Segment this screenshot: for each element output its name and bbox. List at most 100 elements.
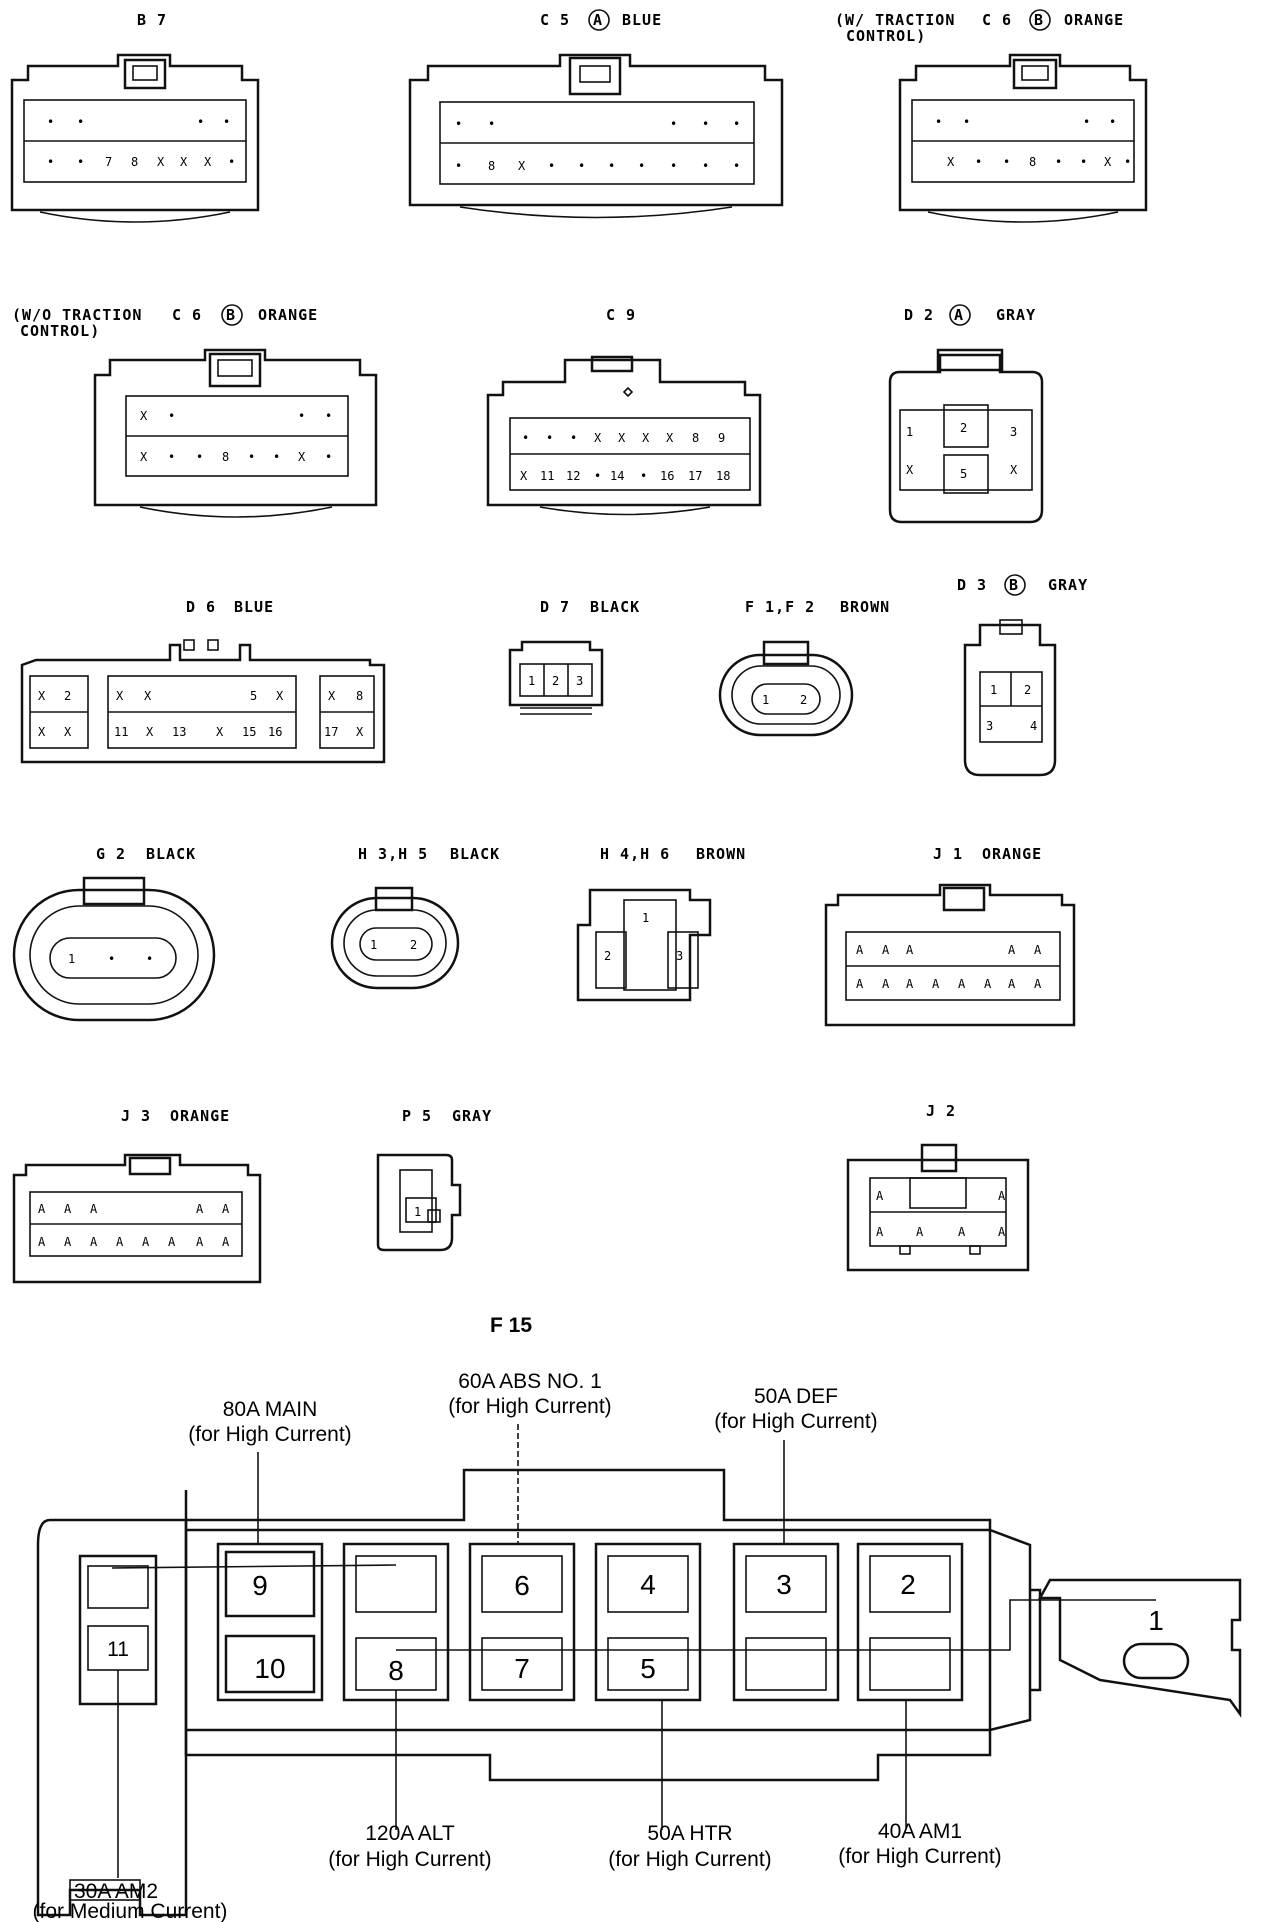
j1-pin-b6: A [984, 977, 992, 991]
b7-code: B 7 [137, 11, 167, 29]
c6-wo-pin-t5: • [298, 409, 305, 423]
c6-wo-pin-b5: • [248, 450, 255, 464]
c6-wt-pin-b2: • [975, 155, 982, 169]
d6-pin-b3: 11 [114, 725, 128, 739]
j1-pin-t3: A [906, 943, 914, 957]
j3-pin-t1: A [38, 1202, 46, 1216]
d3-code: D 3 [957, 576, 987, 594]
d6-pin-t4: X [144, 689, 152, 703]
f15-fuse-block [36, 1468, 1242, 1917]
h3h5-pin-1: 1 [370, 938, 377, 952]
cell-6: 6 [514, 1570, 530, 1601]
c6-wt-pin-b8: • [1124, 155, 1131, 169]
j3-pin-t5: A [196, 1202, 204, 1216]
callout-am2-name: 30A AM2 [74, 1880, 158, 1903]
b7-pin-b6: X [180, 155, 188, 169]
b7-pin-b7: X [204, 155, 212, 169]
d3-title: D 3 B GRAY [957, 574, 1087, 596]
d6-color: BLUE [234, 598, 274, 616]
d6-pin-b7: 15 [242, 725, 256, 739]
c5-pin-b1: • [455, 159, 462, 173]
callout-abs-name: 60A ABS NO. 1 [458, 1370, 602, 1393]
c6-wo-connector: X • • • X • • 8 • • X • [93, 348, 378, 518]
callout-def-note: (for High Current) [714, 1410, 877, 1433]
c9-pin-b5: 14 [610, 469, 624, 483]
c9-pin-t3: • [570, 431, 577, 445]
cell-11: 11 [107, 1638, 129, 1661]
c5-pin-b4: • [548, 159, 555, 173]
g2-pin-2: • [108, 952, 115, 966]
d6-pin-t8: 8 [356, 689, 363, 703]
j1-pin-b2: A [882, 977, 890, 991]
callout-main-note: (for High Current) [188, 1423, 351, 1446]
c5-pin-b7: • [638, 159, 645, 173]
d2-variant-circle [949, 304, 971, 326]
j1-code: J 1 [933, 845, 963, 863]
p5-pin-1: 1 [414, 1205, 421, 1219]
c9-pin-t6: X [642, 431, 650, 445]
p5-title: P 5 GRAY [402, 1107, 491, 1125]
b7-pin-b5: X [157, 155, 165, 169]
d3-variant: B [1009, 576, 1019, 594]
c6-wt-title: (W/ TRACTION CONTROL) C 6 B ORANGE [835, 9, 1123, 45]
c9-pin-b9: 18 [716, 469, 730, 483]
h3h5-title: H 3,H 5 BLACK [358, 845, 500, 863]
d2-pin-3: 3 [1010, 425, 1017, 439]
d7-code: D 7 [540, 598, 570, 616]
p5-connector: 1 [376, 1153, 462, 1252]
h3h5-code: H 3,H 5 [358, 845, 428, 863]
c5-pin-b9: • [702, 159, 709, 173]
c6-wo-pin-b3: • [196, 450, 203, 464]
h4h6-pin-3: 3 [676, 949, 683, 963]
c6-wt-variant-circle [1029, 9, 1051, 31]
c6-wo-code: C 6 [172, 306, 202, 324]
d3-connector: 1 2 3 4 [963, 619, 1057, 777]
j2-pin-b1: A [876, 1225, 884, 1239]
j3-pin-t2: A [64, 1202, 72, 1216]
j1-pin-b8: A [1034, 977, 1042, 991]
c6-wt-pin-b1: X [947, 155, 955, 169]
d6-pin-t2: 2 [64, 689, 71, 703]
j3-pin-t3: A [90, 1202, 98, 1216]
cell-1: 1 [1148, 1605, 1164, 1636]
d6-pin-b2: X [64, 725, 72, 739]
cell-8: 8 [388, 1655, 404, 1686]
c5-pin-t7: • [702, 117, 709, 131]
d6-pin-b8: 16 [268, 725, 282, 739]
c6-wo-pin-t6: • [325, 409, 332, 423]
c6-wt-pin-t2: • [963, 115, 970, 129]
h3h5-color: BLACK [450, 845, 500, 863]
c5-pin-b8: • [670, 159, 677, 173]
cell-4: 4 [640, 1569, 656, 1600]
j3-color: ORANGE [170, 1107, 230, 1125]
d6-pin-b9: 17 [324, 725, 338, 739]
j2-pin-b2: A [916, 1225, 924, 1239]
c5-variant-circle [588, 9, 610, 31]
f1f2-code: F 1,F 2 [745, 598, 815, 616]
b7-pin-t6: • [223, 115, 230, 129]
f1f2-pin-2: 2 [800, 693, 807, 707]
c6-wt-code: C 6 [982, 11, 1012, 29]
j2-pin-b3: A [958, 1225, 966, 1239]
j3-pin-b5: A [142, 1235, 150, 1249]
h3h5-pin-2: 2 [410, 938, 417, 952]
c9-connector: • • • X X X X 8 9 X 11 12 • 14 • 16 17 1… [486, 355, 762, 516]
j3-pin-b3: A [90, 1235, 98, 1249]
d3-pin-2: 2 [1024, 683, 1031, 697]
callout-htr-note: (for High Current) [608, 1848, 771, 1871]
j3-pin-b6: A [168, 1235, 176, 1249]
d2-connector: 1 2 3 X 5 X [888, 348, 1044, 524]
cell-5: 5 [640, 1653, 656, 1684]
c6-wo-prefix-1: (W/O TRACTION [12, 306, 142, 324]
g2-code: G 2 [96, 845, 126, 863]
callout-alt-name: 120A ALT [365, 1822, 455, 1845]
d6-pin-b6: X [216, 725, 224, 739]
j2-code: J 2 [926, 1102, 956, 1120]
c6-wt-pin-b3: • [1003, 155, 1010, 169]
d7-title: D 7 BLACK [540, 598, 639, 616]
h4h6-connector: 1 2 3 [576, 888, 712, 1002]
j3-connector: A A A A A A A A A A A A A [12, 1153, 262, 1284]
c5-pin-t6: • [670, 117, 677, 131]
d2-pin-5: 5 [960, 467, 967, 481]
f1f2-connector: 1 2 [718, 640, 854, 737]
